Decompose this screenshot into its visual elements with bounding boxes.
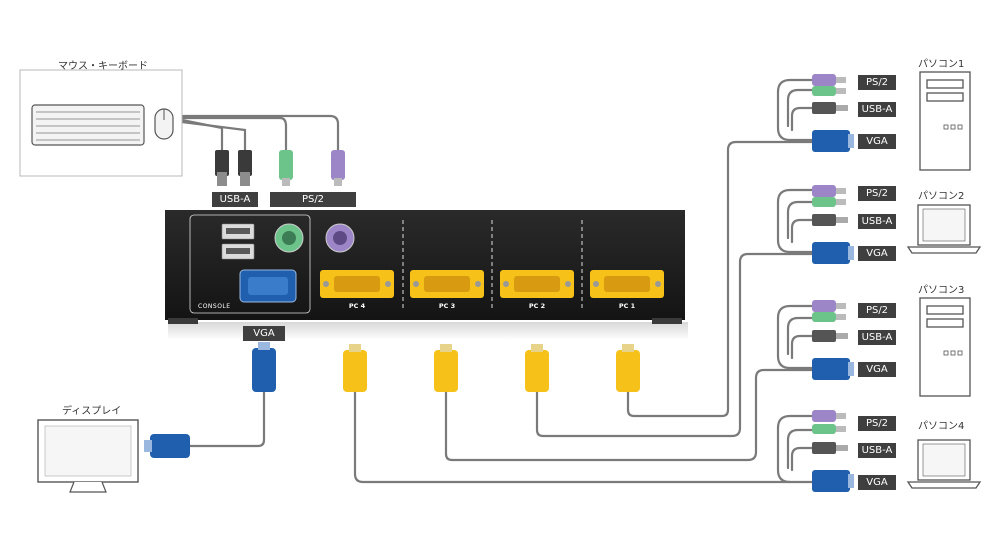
pc3-vga-tag: VGA <box>858 362 896 377</box>
cables <box>180 78 814 484</box>
kbd-ps2-purple-cable <box>180 114 340 152</box>
pc2-branch <box>776 188 814 254</box>
pc3-name-label: パソコン3 <box>918 285 965 296</box>
pc2-ps2-tag: PS/2 <box>858 186 896 201</box>
pc2-vga-tag: VGA <box>858 246 896 261</box>
display-monitor-icon <box>37 419 139 493</box>
pc2-connectors <box>812 185 854 264</box>
pc2-branch-b <box>786 200 814 240</box>
kbd-ps2-green-cable <box>180 116 288 152</box>
pc3-cable <box>444 368 814 462</box>
pc3-branch-usb <box>790 334 814 360</box>
pc4-cable <box>353 390 814 484</box>
pc3-vga-port <box>410 270 484 298</box>
pc4-laptop-icon <box>906 439 982 489</box>
console-label: CONSOLE <box>198 303 231 310</box>
pc4-ps2-tag: PS/2 <box>858 416 896 431</box>
pc4-usb-tag: USB-A <box>858 443 896 458</box>
keyboard-icon <box>31 104 145 146</box>
pc3-branch-b <box>786 316 814 356</box>
pc3-connectors <box>812 300 854 380</box>
pc2-vga-port <box>500 270 574 298</box>
kvm-reflection <box>168 322 688 340</box>
pc2-laptop-icon <box>906 204 982 254</box>
pc4-connectors <box>812 410 854 492</box>
pc1-kvm-plug <box>616 344 640 392</box>
pc1-desktop-icon <box>919 71 971 171</box>
pc1-vga-tag: VGA <box>858 134 896 149</box>
console-panel <box>189 214 311 314</box>
kbd-ps2-green-plug <box>279 150 293 186</box>
pc1-branch-ps2b <box>786 88 814 128</box>
pc4-kvm-plug <box>343 344 367 392</box>
keyboard-mouse-panel <box>19 69 183 177</box>
pc2-kvm-plug <box>525 344 549 392</box>
display-input-plug <box>144 434 190 458</box>
pc3-usb-tag: USB-A <box>858 330 896 345</box>
keyboard-mouse-label: マウス・キーボード <box>58 61 148 72</box>
kvm-port-label-pc3: PC 3 <box>438 302 456 310</box>
kbd-usb-cable-2 <box>180 120 247 152</box>
pc1-connectors <box>812 74 854 152</box>
pc1-branch-usb <box>790 106 814 132</box>
pc1-usb-tag: USB-A <box>858 102 896 117</box>
kvm-switch <box>165 210 688 340</box>
kbd-usb-plug-1 <box>215 150 229 186</box>
pc1-name-label: パソコン1 <box>918 59 965 70</box>
pc3-branch <box>776 304 814 370</box>
kvm-port-label-pc1: PC 1 <box>618 302 636 310</box>
ps2-label: PS/2 <box>270 192 356 207</box>
pc1-cable <box>626 140 814 418</box>
pc2-usb-tag: USB-A <box>858 214 896 229</box>
pc4-vga-tag: VGA <box>858 475 896 490</box>
pc1-branch-ps2 <box>776 78 814 142</box>
pc3-ps2-tag: PS/2 <box>858 303 896 318</box>
pc1-ps2-tag: PS/2 <box>858 75 896 90</box>
pc2-branch-usb <box>790 218 814 244</box>
pc4-vga-port <box>320 270 394 298</box>
pc4-name-label: パソコン4 <box>918 421 965 432</box>
pc3-kvm-plug <box>434 344 458 392</box>
pc2-cable <box>535 252 814 438</box>
pc4-branch <box>776 414 814 484</box>
display-label: ディスプレイ <box>62 406 122 417</box>
kbd-usb-plug-2 <box>238 150 252 186</box>
pc4-branch-b <box>786 428 814 470</box>
pc4-branch-usb <box>790 446 814 472</box>
pc1-vga-port <box>590 270 664 298</box>
display-vga-label: VGA <box>243 326 285 341</box>
pc2-name-label: パソコン2 <box>918 191 965 202</box>
kvm-port-label-pc2: PC 2 <box>528 302 546 310</box>
display-vga-plug <box>252 342 276 392</box>
pc3-desktop-icon <box>919 297 971 397</box>
kbd-ps2-purple-plug <box>331 150 345 186</box>
display-vga-cable <box>188 390 266 448</box>
kvm-port-label-pc4: PC 4 <box>348 302 366 310</box>
kvm-foot-left <box>168 318 198 324</box>
usb-a-label: USB-A <box>212 192 258 207</box>
kvm-foot-right <box>652 318 682 324</box>
